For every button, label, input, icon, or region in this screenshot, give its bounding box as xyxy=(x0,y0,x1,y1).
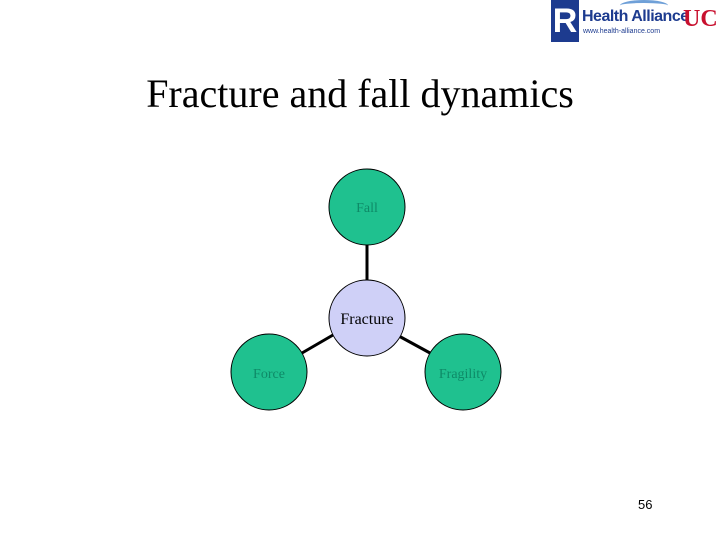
node-fragility-label: Fragility xyxy=(439,367,487,382)
node-fall-circle xyxy=(328,168,406,246)
page-number: 56 xyxy=(638,497,653,512)
slide-title: Fracture and fall dynamics xyxy=(146,71,574,116)
node-fracture-label: Fracture xyxy=(340,311,393,328)
connector-force xyxy=(301,333,334,355)
node-fragility: Fragility xyxy=(424,333,502,411)
node-fall: Fall xyxy=(328,168,406,246)
node-force-label: Force xyxy=(253,367,285,382)
logo-name: Health Alliance xyxy=(582,8,689,25)
connector-fragility xyxy=(396,333,431,355)
node-fragility-circle xyxy=(424,333,502,411)
node-force: Force xyxy=(230,333,308,411)
node-force-circle xyxy=(230,333,308,411)
node-fall-label: Fall xyxy=(356,201,378,216)
node-fracture-circle xyxy=(328,279,406,357)
node-fracture: Fracture xyxy=(328,279,406,357)
logo-url: www.health-alliance.com xyxy=(583,28,661,35)
health-alliance-r-icon: R xyxy=(551,0,579,42)
logo-swoosh-icon xyxy=(620,0,668,11)
uc-logo: UC xyxy=(683,6,718,32)
